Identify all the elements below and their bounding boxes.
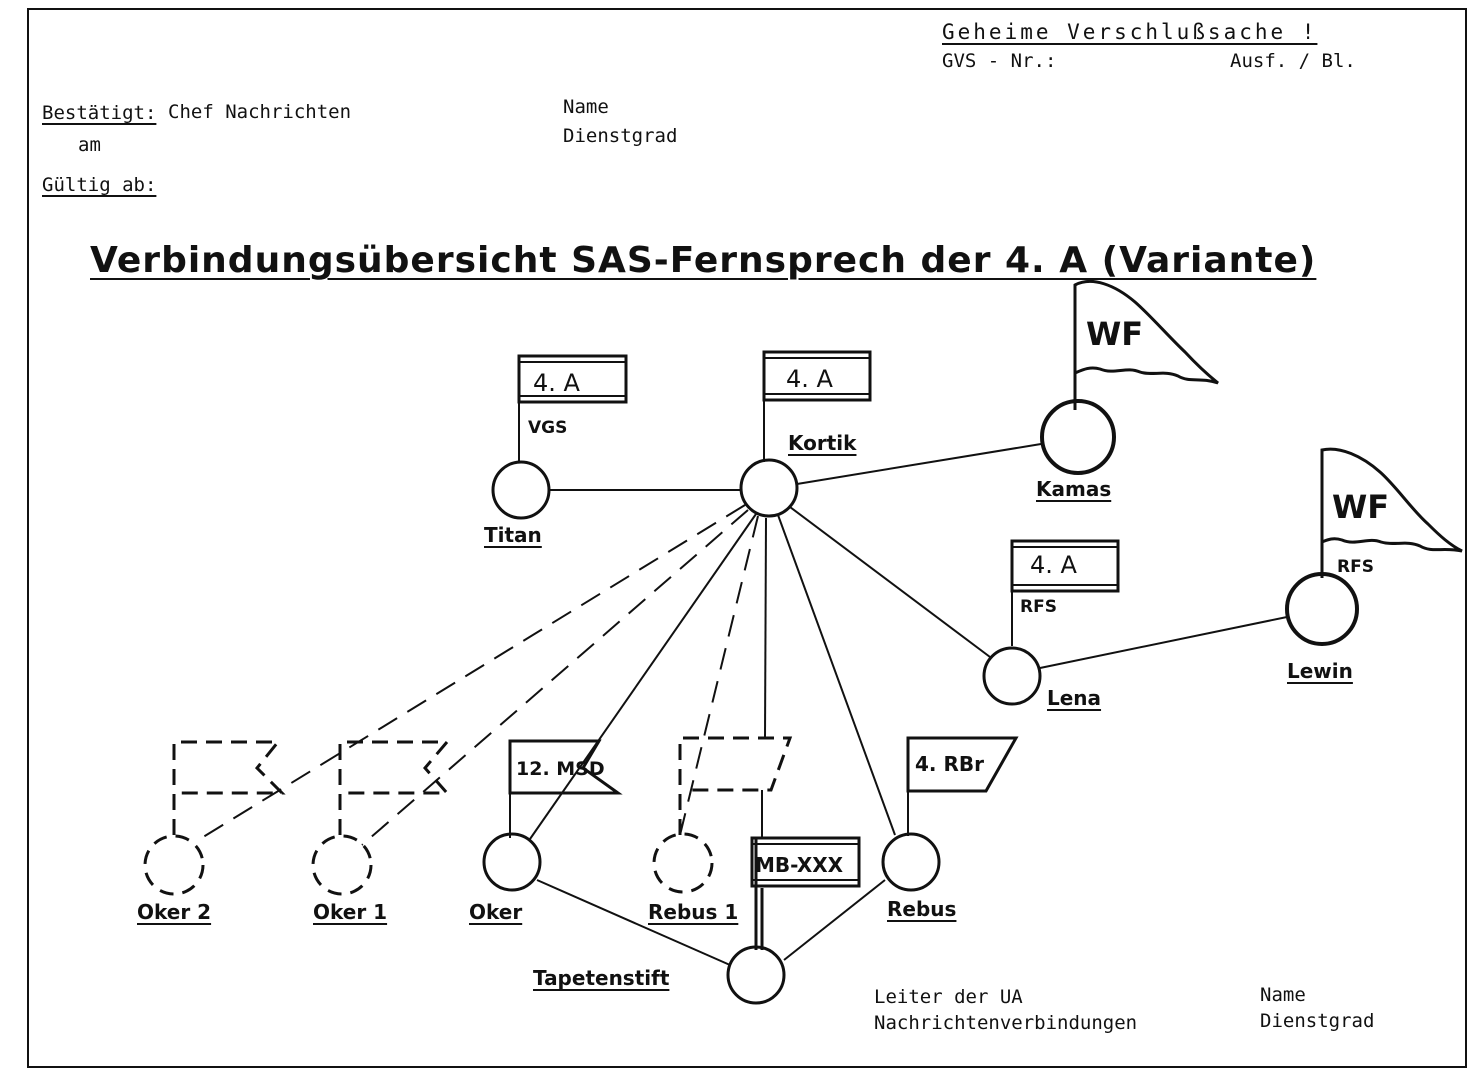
link-kortik-kamas: [796, 443, 1042, 485]
link-rebus-tapetenstift: [783, 879, 886, 961]
kamas-wf-flag: [1073, 280, 1219, 385]
titan-flag: [517, 354, 628, 404]
titan-flag-text: 4. A: [533, 369, 581, 397]
label-rebus: Rebus: [887, 897, 957, 921]
footer-leader-line1: Leiter der UA: [874, 986, 1023, 1008]
lena-flag: [1010, 539, 1120, 593]
link-kortik-rebus: [777, 514, 896, 836]
link-lena-lewin: [1039, 616, 1288, 669]
lewin-wf-text: WF: [1332, 488, 1389, 526]
page-frame: [27, 8, 1467, 1068]
label-oker: Oker: [469, 900, 523, 924]
node-oker2: [143, 834, 205, 896]
footer-name-label: Name: [1260, 984, 1306, 1006]
node-kortik: [739, 458, 799, 518]
label-tapetenstift: Tapetenstift: [533, 966, 670, 990]
msd-flag-text: 12. MSD: [516, 758, 605, 780]
footer-leader-line2: Nachrichtenverbindungen: [874, 1012, 1138, 1034]
label-kamas: Kamas: [1036, 477, 1112, 501]
link-kortik-mb: [764, 517, 767, 739]
node-titan: [491, 460, 551, 520]
titan-sub-label: VGS: [528, 418, 567, 438]
kortik-flag-text: 4. A: [786, 365, 834, 393]
label-rebus1: Rebus 1: [648, 900, 739, 924]
name-label-top: Name: [563, 96, 609, 118]
node-oker: [482, 832, 542, 892]
oker1-dashed-flag: [338, 740, 451, 835]
node-tapetenstift: [726, 945, 786, 1005]
link-kortik-oker2: [194, 504, 746, 843]
oker2-dashed-flag: [172, 740, 286, 835]
footer-rank-label: Dienstgrad: [1260, 1010, 1375, 1032]
lena-sub-label: RFS: [1020, 597, 1057, 617]
node-lena: [982, 646, 1042, 706]
rbr-flag-text: 4. RBr: [915, 752, 984, 776]
confirmed-by: Chef Nachrichten: [168, 101, 352, 123]
confirmed-label: Bestätigt:: [42, 102, 157, 124]
mb-flag: [750, 836, 861, 888]
rank-label-top: Dienstgrad: [563, 125, 678, 147]
link-kortik-rebus1: [679, 515, 759, 836]
classification-stamp: Geheime Verschlußsache !: [942, 20, 1318, 44]
rbr-pennant: [906, 736, 1019, 793]
label-lewin: Lewin: [1287, 659, 1353, 683]
gvs-number-label: GVS - Nr.:: [942, 50, 1057, 72]
node-oker1: [311, 834, 373, 896]
label-kortik: Kortik: [788, 431, 857, 455]
link-kortik-oker: [529, 513, 757, 840]
link-oker-tapetenstift: [536, 879, 731, 966]
node-rebus: [881, 832, 941, 892]
diagram-title: Verbindungsübersicht SAS-Fernsprech der …: [90, 240, 1317, 281]
lewin-wf-flag: [1320, 447, 1463, 553]
lena-flag-text: 4. A: [1030, 551, 1078, 579]
node-lewin: [1285, 572, 1359, 646]
kortik-flag: [762, 350, 872, 402]
date-label: am: [78, 134, 101, 156]
label-oker1: Oker 1: [313, 900, 388, 924]
mb-flag-text: MB-XXX: [755, 853, 844, 877]
node-kamas: [1040, 399, 1116, 475]
label-titan: Titan: [484, 523, 542, 547]
rebus1-dashed-flag: [678, 736, 793, 835]
lewin-sub-label: RFS: [1337, 557, 1374, 577]
label-oker2: Oker 2: [137, 900, 212, 924]
link-kortik-oker1: [361, 509, 749, 846]
label-lena: Lena: [1047, 686, 1102, 710]
kamas-wf-text: WF: [1086, 315, 1143, 353]
valid-from-label: Gültig ab:: [42, 174, 157, 196]
link-kortik-lena: [789, 506, 991, 658]
node-rebus1: [652, 832, 714, 894]
copy-sheet-label: Ausf. / Bl.: [1230, 50, 1356, 72]
msd-pennant: [508, 739, 623, 795]
